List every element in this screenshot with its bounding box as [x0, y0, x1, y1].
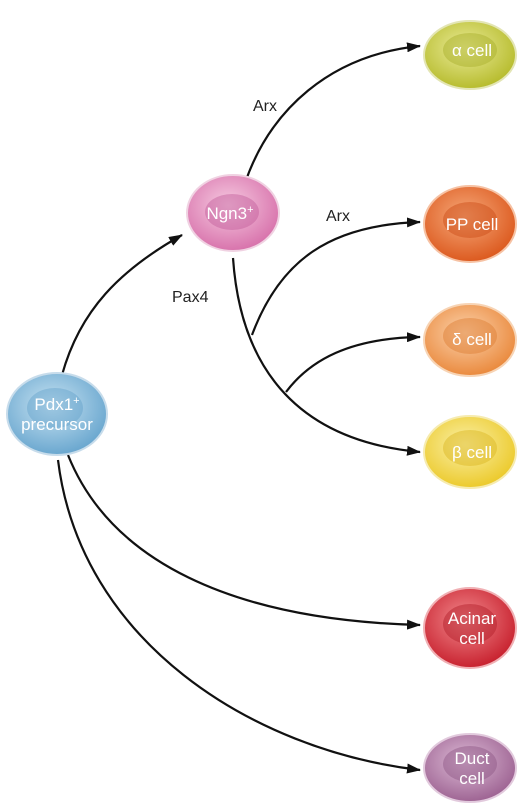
acinar-cell-label-line1: Acinar [448, 609, 497, 628]
duct-cell-label-line2: cell [459, 769, 485, 788]
cell-duct: Duct cell [423, 733, 517, 803]
cell-delta: δ cell [423, 303, 517, 377]
label-pax4: Pax4 [172, 289, 209, 306]
acinar-cell-label-line2: cell [459, 629, 485, 648]
svg-text:Ngn3+: Ngn3+ [206, 204, 253, 223]
label-arx-mid: Arx [326, 208, 350, 225]
label-arx-top: Arx [253, 98, 277, 115]
arrow-pdx1-to-duct [56, 459, 421, 774]
cell-acinar: Acinar cell [423, 587, 517, 669]
svg-text:Pdx1+: Pdx1+ [34, 395, 79, 414]
arrow-branch-to-pp [250, 217, 421, 336]
ngn3-sup: + [247, 204, 253, 216]
pdx1-sup: + [73, 395, 79, 407]
arrow-pdx1-to-acinar [66, 454, 421, 630]
cell-ngn3: Ngn3+ [186, 174, 280, 252]
pdx1-label-line2: precursor [21, 415, 93, 434]
arrow-ngn3-to-alpha [243, 42, 421, 184]
cell-pdx1-precursor: Pdx1+ precursor [6, 372, 108, 456]
beta-cell-label: β cell [452, 443, 492, 462]
pp-cell-label: PP cell [446, 215, 499, 234]
cell-beta: β cell [423, 415, 517, 489]
alpha-cell-label: α cell [452, 41, 492, 60]
ngn3-label: Ngn3 [206, 204, 247, 223]
cell-pp: PP cell [423, 185, 517, 263]
arrow-pdx1-to-ngn3 [60, 234, 183, 376]
arrow-ngn3-to-beta [231, 257, 421, 456]
arrow-branch-to-delta [285, 332, 421, 393]
cell-alpha: α cell [423, 20, 517, 90]
delta-cell-label: δ cell [452, 330, 492, 349]
pdx1-label: Pdx1 [34, 395, 73, 414]
duct-cell-label-line1: Duct [455, 749, 490, 768]
